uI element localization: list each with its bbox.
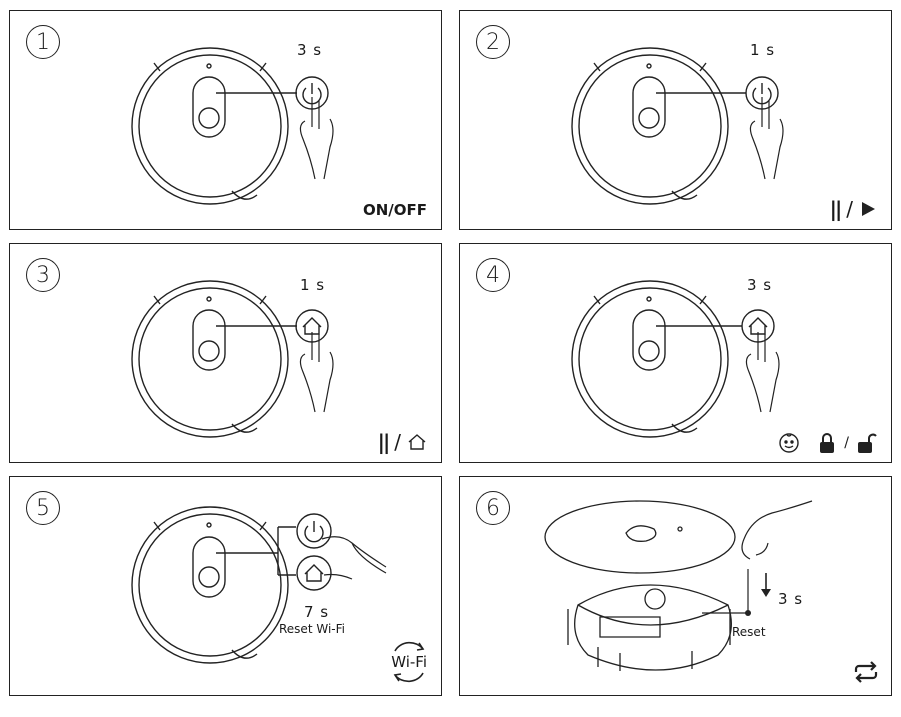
- panel-2: 2 1 s || /: [459, 10, 892, 230]
- play-icon: [862, 202, 875, 216]
- duration: 3 s: [297, 41, 323, 59]
- pause-play-symbols: || /: [830, 197, 877, 221]
- home-icon: [408, 434, 426, 450]
- pause-icon: ||: [377, 430, 391, 454]
- duration: 1 s: [300, 276, 326, 294]
- wifi-reset-icon: [393, 641, 425, 683]
- hand-icon: [745, 332, 780, 413]
- robot-illustration: [131, 280, 334, 438]
- panel-4: 4 3 s /: [459, 243, 892, 463]
- power-icon: [296, 513, 332, 549]
- panel-6: 6 3 s Reset: [459, 476, 892, 696]
- down-arrow-icon: [761, 573, 771, 597]
- home-icon: [296, 555, 332, 591]
- reset-wifi-caption: Reset Wi-Fi: [279, 622, 345, 636]
- hand-icon: [321, 536, 387, 580]
- step-number: 2: [476, 25, 510, 59]
- robot-illustration: [571, 280, 780, 438]
- duration: 1 s: [750, 41, 776, 59]
- cycle-arrows-icon: [854, 661, 878, 683]
- hand-icon: [299, 332, 334, 413]
- duration: 7 s: [304, 603, 330, 621]
- step-number: 4: [476, 258, 510, 292]
- step-number: 5: [26, 491, 60, 525]
- unlock-icon: [858, 433, 877, 453]
- robot-illustration: [131, 47, 334, 205]
- onoff-label: ON/OFF: [362, 201, 427, 219]
- slash: /: [844, 435, 849, 451]
- robot-open-lid-illustration: [544, 500, 813, 671]
- reset-button-dot: [745, 610, 751, 616]
- hand-with-pin-icon: [741, 500, 813, 611]
- step-number: 1: [26, 25, 60, 59]
- reset-caption: Reset: [732, 625, 766, 639]
- panel-1: 1 3 s ON/OFF: [9, 10, 442, 230]
- panel-3: 3 1 s || /: [9, 243, 442, 463]
- duration: 3 s: [778, 590, 804, 608]
- pause-home-symbols: || /: [378, 430, 427, 454]
- panel-5: 5 7 s Reset Wi-Fi: [9, 476, 442, 696]
- hand-icon: [749, 97, 784, 180]
- wifi-label: Wi-Fi: [391, 653, 427, 671]
- step-number: 3: [26, 258, 60, 292]
- slash: /: [846, 197, 853, 221]
- duration: 3 s: [747, 276, 773, 294]
- child-face-icon: [779, 433, 799, 453]
- step-number: 6: [476, 491, 510, 525]
- child-lock-symbols: /: [778, 432, 877, 454]
- hand-icon: [299, 97, 334, 180]
- robot-illustration: [131, 506, 387, 664]
- pause-icon: ||: [829, 197, 843, 221]
- lock-icon: [820, 433, 835, 453]
- robot-illustration: [571, 47, 784, 205]
- slash: /: [394, 430, 401, 454]
